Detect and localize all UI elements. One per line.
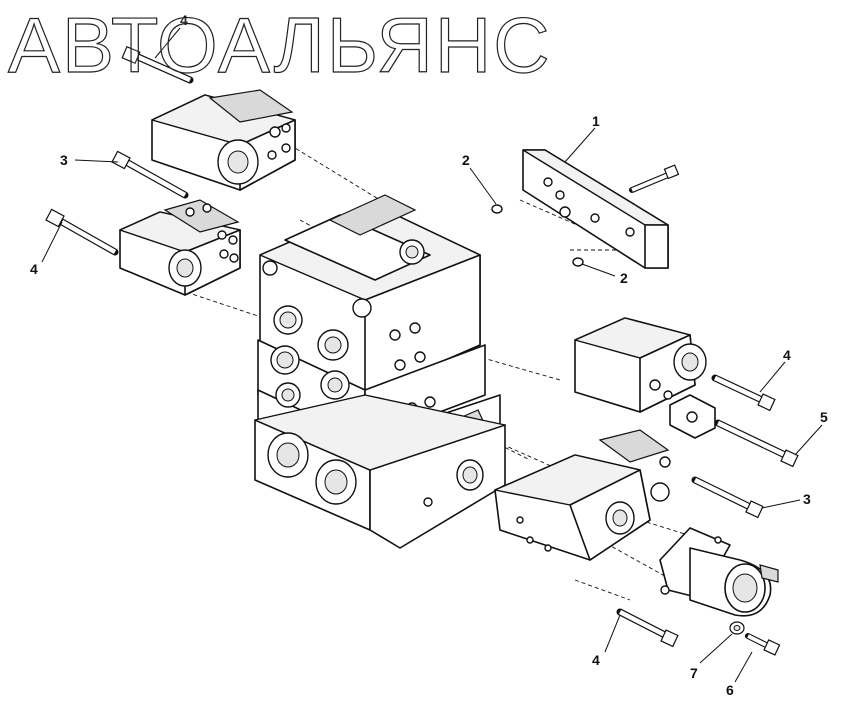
gasket bbox=[669, 394, 716, 439]
bolt-top-left bbox=[121, 45, 194, 84]
upper-end-cover bbox=[151, 89, 296, 191]
left-end-cover bbox=[119, 199, 241, 296]
solenoid-coil bbox=[659, 527, 779, 617]
callout-7: 7 bbox=[690, 665, 698, 681]
bolt-bottom-4 bbox=[616, 608, 679, 648]
bolt-right-5 bbox=[714, 419, 799, 468]
cover-plate bbox=[522, 149, 669, 269]
leader-lines bbox=[41, 27, 823, 683]
callout-labels: 4 3 4 2 1 2 4 5 3 4 7 6 bbox=[30, 12, 828, 698]
o-rings bbox=[491, 204, 584, 267]
washer bbox=[729, 621, 745, 635]
callout-4-right: 4 bbox=[783, 347, 791, 363]
solenoid-valve-section bbox=[494, 429, 671, 561]
callout-2-top: 2 bbox=[462, 152, 470, 168]
callout-4-left: 4 bbox=[30, 261, 38, 277]
bolt-right-4 bbox=[711, 374, 776, 412]
callout-6: 6 bbox=[726, 682, 734, 698]
callout-3-right: 3 bbox=[803, 491, 811, 507]
callout-1: 1 bbox=[592, 113, 600, 129]
screw bbox=[745, 633, 781, 656]
bolt-right-3 bbox=[691, 476, 764, 519]
bolts bbox=[45, 45, 799, 656]
bolt-left-4 bbox=[45, 208, 119, 256]
bolt-left-3 bbox=[111, 150, 189, 199]
right-end-cover bbox=[574, 317, 707, 413]
bolt-plate bbox=[629, 164, 680, 193]
callout-2-right: 2 bbox=[620, 270, 628, 286]
callout-3-left: 3 bbox=[60, 152, 68, 168]
callout-5: 5 bbox=[820, 409, 828, 425]
callout-4-top: 4 bbox=[180, 12, 188, 28]
callout-4-bottom: 4 bbox=[592, 652, 600, 668]
main-valve-block bbox=[254, 194, 506, 549]
